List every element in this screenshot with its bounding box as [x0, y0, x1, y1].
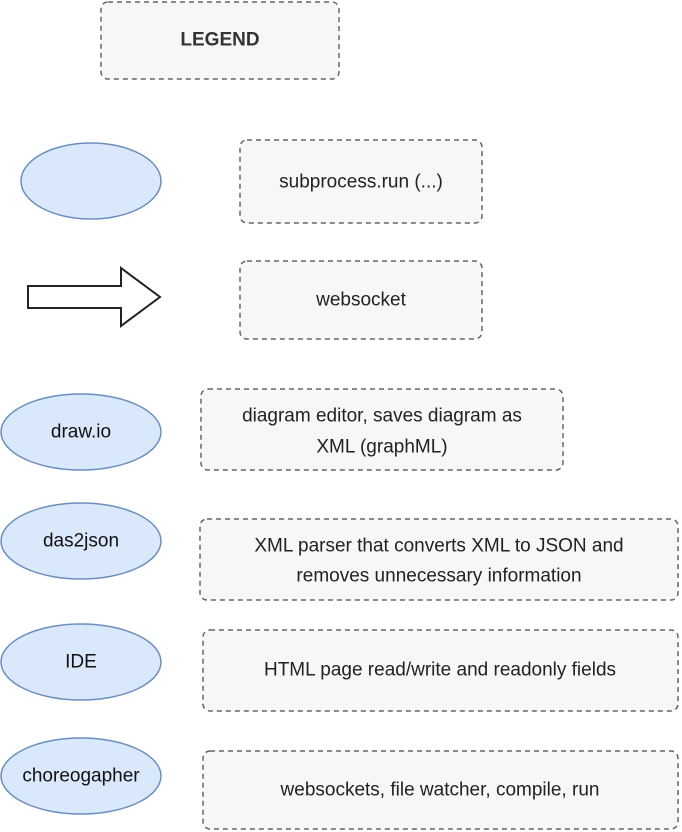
das2json-description-box: [199, 518, 679, 601]
drawio-description-line-1: diagram editor, saves diagram as: [242, 406, 522, 427]
ide-description-box: [202, 629, 679, 712]
drawio-description-box: [200, 388, 564, 471]
component-das2json-row: das2json XML parser that converts XML to…: [0, 502, 679, 601]
ellipse-meaning-box: [239, 139, 483, 224]
choreogapher-description-line-1: websockets, file watcher, compile, run: [280, 780, 600, 801]
legend-symbol-ellipse-row: subprocess.run (...): [20, 139, 483, 224]
legend-symbol-arrow-row: websocket: [27, 260, 483, 340]
arrow-meaning-box: [239, 260, 483, 340]
legend-title-frame: [100, 1, 340, 80]
drawio-description-line-2: XML (graphML): [316, 437, 447, 458]
arrow-symbol: [27, 266, 162, 328]
ide-node-label: IDE: [65, 652, 97, 673]
das2json-node-label: das2json: [43, 531, 119, 552]
das2json-node: [0, 502, 162, 580]
drawio-node: [0, 393, 162, 471]
das2json-description-line-2: removes unnecessary information: [296, 566, 581, 587]
component-ide-row: IDE HTML page read/write and readonly fi…: [0, 623, 679, 712]
choreogapher-node: [0, 737, 162, 815]
choreogapher-description-box: [202, 750, 679, 830]
arrow-meaning-text: websocket: [315, 290, 406, 311]
choreogapher-node-label: choreogapher: [22, 766, 140, 787]
legend-title-box: LEGEND: [100, 1, 340, 80]
ide-description-line-1: HTML page read/write and readonly fields: [264, 660, 616, 681]
component-drawio-row: draw.io diagram editor, saves diagram as…: [0, 388, 564, 471]
ellipse-symbol: [20, 142, 162, 220]
ide-node: [0, 623, 162, 701]
drawio-node-label: draw.io: [51, 422, 111, 443]
das2json-description-line-1: XML parser that converts XML to JSON and: [254, 536, 623, 557]
component-choreogapher-row: choreogapher websockets, file watcher, c…: [0, 737, 679, 830]
ellipse-meaning-text: subprocess.run (...): [279, 172, 443, 193]
legend-title: LEGEND: [180, 30, 259, 51]
